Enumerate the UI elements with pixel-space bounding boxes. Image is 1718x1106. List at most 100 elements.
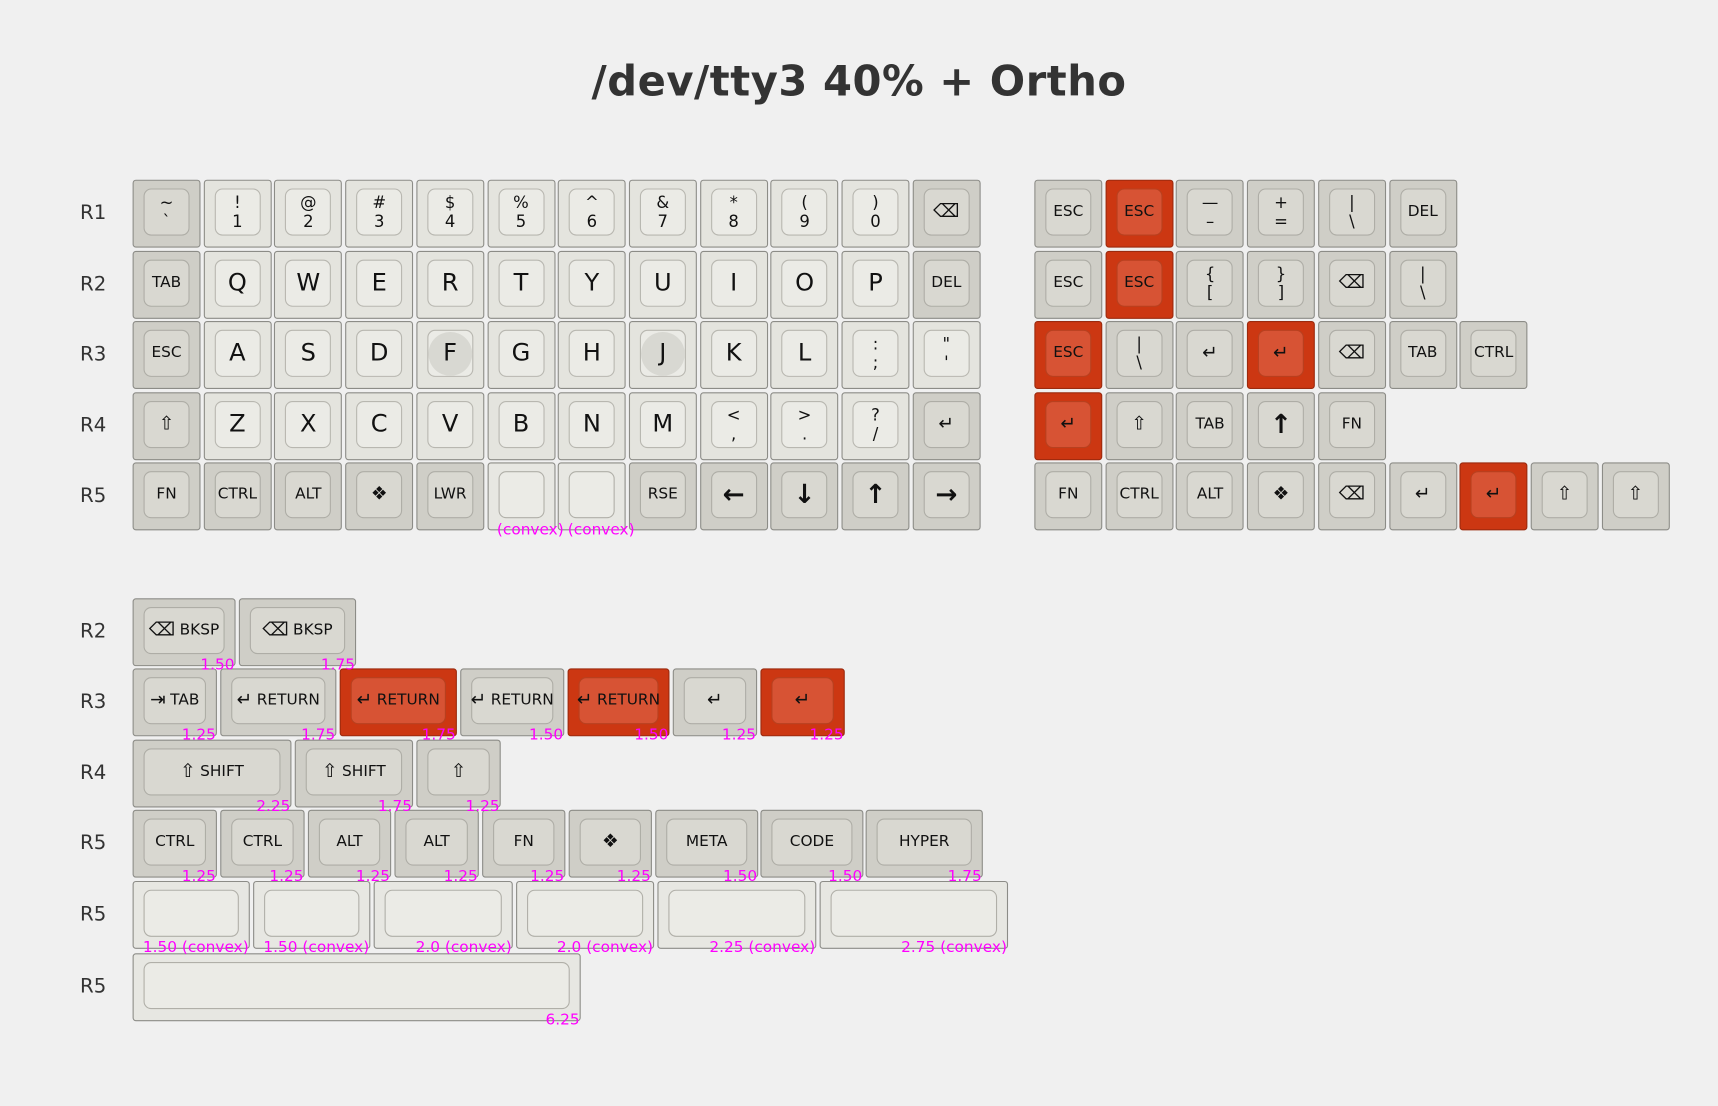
key[interactable]: ⌫	[1317, 250, 1386, 319]
key[interactable]: ↵1.25	[760, 668, 845, 744]
key[interactable]: B	[487, 392, 555, 461]
key[interactable]: |\	[1388, 250, 1457, 319]
key[interactable]: ❖1.25	[568, 809, 652, 885]
key[interactable]: ⇧1.25	[416, 739, 501, 815]
key[interactable]: DEL	[1388, 179, 1457, 248]
key[interactable]: Z	[203, 392, 272, 461]
key[interactable]: L	[770, 321, 839, 389]
key[interactable]: R	[416, 250, 485, 319]
key[interactable]: U	[628, 250, 697, 319]
key[interactable]: ESC	[1034, 179, 1103, 248]
key[interactable]: I	[699, 250, 768, 319]
key[interactable]: ⇧	[1105, 392, 1174, 461]
key[interactable]: 2.0 (convex)	[373, 880, 513, 957]
key[interactable]: ESC	[1034, 250, 1103, 319]
key[interactable]: ↑	[841, 462, 910, 531]
key[interactable]: J	[628, 321, 697, 389]
key[interactable]: ↵	[1247, 321, 1315, 389]
key[interactable]: O	[770, 250, 839, 319]
key[interactable]: C	[345, 392, 414, 461]
key[interactable]: }]	[1247, 250, 1315, 319]
key[interactable]: →	[912, 462, 981, 531]
key[interactable]: ⇧	[1601, 462, 1670, 531]
key[interactable]: T	[487, 250, 555, 319]
key[interactable]: ↵	[1459, 462, 1528, 531]
key[interactable]: ⌫	[1317, 462, 1386, 531]
key[interactable]: ❖	[345, 462, 414, 531]
key[interactable]: ⌫	[912, 179, 981, 248]
key[interactable]: |\	[1317, 179, 1386, 248]
key[interactable]: K	[699, 321, 768, 389]
key[interactable]: A	[203, 321, 272, 389]
key[interactable]: ALT	[1176, 462, 1245, 531]
key[interactable]: ^6	[557, 179, 626, 248]
key[interactable]: (convex)	[557, 462, 635, 539]
key[interactable]: ?/	[841, 392, 910, 461]
key[interactable]: Q	[203, 250, 272, 319]
key[interactable]: ~`	[132, 179, 201, 248]
key[interactable]: 6.25	[132, 953, 581, 1029]
key[interactable]: LWR	[416, 462, 485, 531]
key[interactable]: X	[274, 392, 343, 461]
key[interactable]: ESC	[132, 321, 201, 389]
key[interactable]: G	[487, 321, 555, 389]
key[interactable]: Y	[557, 250, 626, 319]
key[interactable]: F	[416, 321, 485, 389]
key[interactable]: ↑	[1247, 392, 1315, 461]
key[interactable]: W	[274, 250, 343, 319]
key[interactable]: ESC	[1034, 321, 1103, 389]
key[interactable]: 2.75 (convex)	[819, 880, 1009, 957]
key[interactable]: ←	[699, 462, 768, 531]
key[interactable]: CTRL	[203, 462, 272, 531]
key[interactable]: >.	[770, 392, 839, 461]
key[interactable]: ↵	[1176, 321, 1245, 389]
key[interactable]: —–	[1176, 179, 1245, 248]
key[interactable]: {[	[1176, 250, 1245, 319]
key[interactable]: CTRL	[1459, 321, 1528, 389]
key[interactable]: %5	[487, 179, 555, 248]
key[interactable]: RSE	[628, 462, 697, 531]
key[interactable]: ⌫	[1317, 321, 1386, 389]
key[interactable]: FN	[1034, 462, 1103, 531]
key[interactable]: TAB	[132, 250, 201, 319]
key[interactable]: ALT	[274, 462, 343, 531]
key[interactable]: TAB	[1176, 392, 1245, 461]
key[interactable]: E	[345, 250, 414, 319]
key[interactable]: P	[841, 250, 910, 319]
key[interactable]: <,	[699, 392, 768, 461]
key[interactable]: ↵	[1034, 392, 1103, 461]
key[interactable]: )0	[841, 179, 910, 248]
key[interactable]: M	[628, 392, 697, 461]
key[interactable]: ⇧	[132, 392, 201, 461]
key[interactable]: DEL	[912, 250, 981, 319]
key[interactable]: (9	[770, 179, 839, 248]
key[interactable]: 2.0 (convex)	[516, 880, 655, 957]
key[interactable]: TAB	[1388, 321, 1457, 389]
key[interactable]: |\	[1105, 321, 1174, 389]
key[interactable]: 2.25 (convex)	[657, 880, 817, 957]
key[interactable]: H	[557, 321, 626, 389]
key[interactable]: D	[345, 321, 414, 389]
key[interactable]: $4	[416, 179, 485, 248]
key[interactable]: +=	[1247, 179, 1315, 248]
key[interactable]: ↵	[1388, 462, 1457, 531]
key[interactable]: N	[557, 392, 626, 461]
key[interactable]: "'	[912, 321, 981, 389]
key[interactable]: ↓	[770, 462, 839, 531]
key[interactable]: &7	[628, 179, 697, 248]
key[interactable]: CTRL	[1105, 462, 1174, 531]
key[interactable]: V	[416, 392, 485, 461]
key[interactable]: ESC	[1105, 250, 1174, 319]
